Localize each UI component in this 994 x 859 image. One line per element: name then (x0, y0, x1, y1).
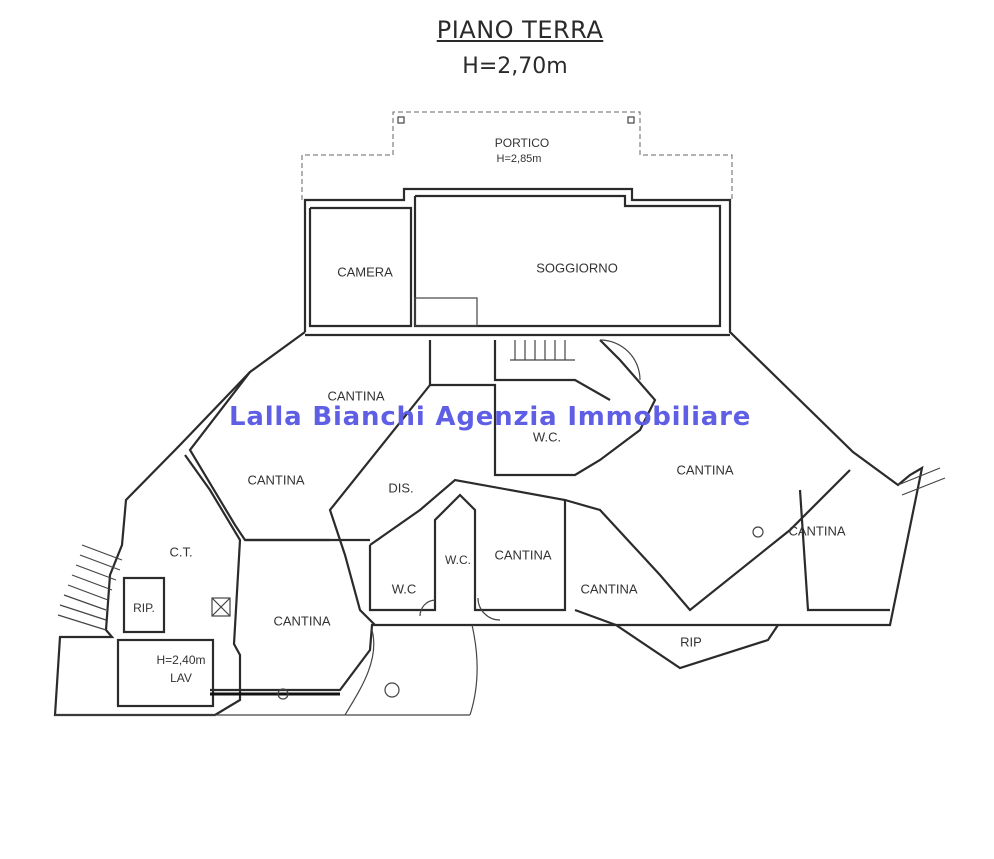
room-label-cantina-right: CANTINA (676, 462, 734, 478)
garden-path (469, 624, 478, 716)
ct-box-cross (211, 597, 231, 617)
camera-room-wall (308, 206, 413, 328)
room-label-cantina-bottom-left: CANTINA (273, 613, 331, 629)
outer-wall (303, 187, 924, 670)
room-label-cantina-top: CANTINA (327, 388, 385, 404)
door-swing (419, 599, 436, 617)
portico-height-label: H=2,85m (496, 153, 542, 165)
interior-wall (328, 384, 431, 626)
outer-wall-west (53, 331, 306, 717)
room-label-rip-right: RIP (680, 634, 702, 650)
portico-outline (301, 111, 733, 200)
interior-wall (368, 478, 567, 612)
portico-post (627, 116, 635, 124)
room-label-soggiorno: SOGGIORNO (536, 260, 618, 276)
ct-box (211, 597, 231, 617)
room-label-wc-lower-left: W.C (391, 581, 417, 597)
interior-wall (574, 608, 617, 627)
room-label-lav: LAV (170, 671, 192, 685)
room-label-cantina-far-right: CANTINA (788, 523, 846, 539)
interior-wall (188, 371, 330, 542)
interior-wall (564, 469, 851, 612)
floor-height: H=2,70m (462, 54, 568, 79)
floor-title: PIANO TERRA (436, 16, 604, 44)
room-label-cantina-mid: CANTINA (494, 547, 552, 563)
column (384, 682, 400, 698)
closet (414, 297, 478, 327)
interior-wall (428, 339, 657, 477)
column (277, 688, 289, 700)
interior-wall (493, 340, 611, 401)
room-label-ct: C.T. (169, 544, 193, 560)
staircase-center (510, 340, 575, 361)
room-label-cantina-mid-right: CANTINA (580, 581, 638, 597)
room-label-camera: CAMERA (337, 264, 393, 280)
room-label-wc-lower-mid: W.C. (445, 553, 471, 567)
room-label-cantina-left: CANTINA (247, 472, 305, 488)
door-swing (477, 597, 501, 621)
room-label-portico: PORTICO (494, 136, 550, 150)
room-label-wc-upper: W.C. (532, 429, 562, 445)
interior-wall (798, 489, 890, 612)
room-label-dis: DIS. (388, 480, 414, 496)
staircase-left (57, 544, 123, 631)
lav-room (116, 638, 215, 708)
garden-path (344, 629, 375, 716)
room-label-rip-left: RIP. (133, 601, 155, 615)
portico-post (397, 116, 405, 124)
lav-height-label: H=2,40m (156, 653, 206, 667)
column (752, 526, 764, 538)
agency-watermark: Lalla Bianchi Agenzia Immobiliare (229, 402, 752, 432)
rip-left-room (122, 576, 166, 634)
outer-wall-south (210, 623, 616, 692)
door-swing (599, 339, 641, 381)
ramp-right (897, 467, 946, 496)
